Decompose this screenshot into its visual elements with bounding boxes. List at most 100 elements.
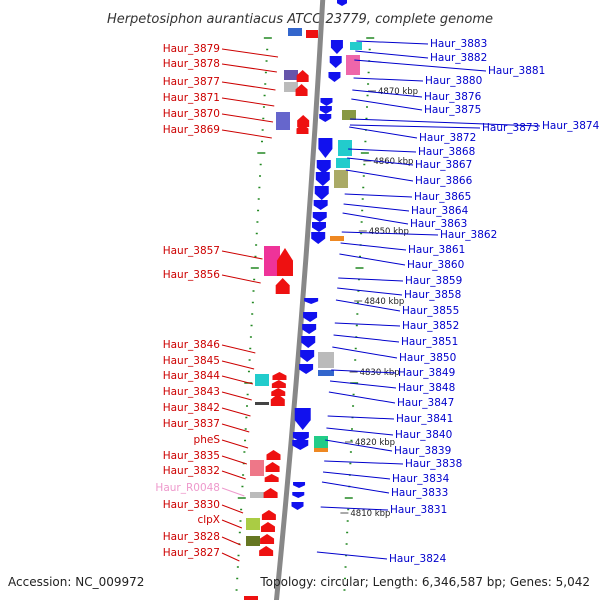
feature-box bbox=[264, 246, 280, 276]
right-gene-label: Haur_3866 bbox=[415, 175, 473, 187]
right-leader-line bbox=[350, 118, 541, 127]
left-leader-line bbox=[221, 536, 241, 546]
left-gene-label: Haur_3828 bbox=[163, 531, 220, 543]
reverse-gene bbox=[301, 336, 316, 348]
reverse-gene bbox=[302, 324, 317, 334]
forward-gene bbox=[259, 546, 274, 556]
reverse-gene bbox=[320, 98, 333, 106]
right-gene-label: Haur_3865 bbox=[414, 191, 471, 203]
right-leader-line bbox=[320, 506, 389, 511]
left-gene-label: Haur_3878 bbox=[163, 58, 220, 70]
reverse-gene bbox=[319, 114, 332, 122]
feature-box bbox=[250, 460, 264, 476]
forward-gene bbox=[263, 488, 278, 498]
reverse-gene bbox=[313, 200, 328, 210]
reverse-gene bbox=[328, 72, 341, 82]
forward-gene bbox=[264, 474, 279, 482]
right-leader-line bbox=[352, 89, 423, 98]
left-gene-label: Haur_3844 bbox=[163, 370, 221, 382]
right-leader-line bbox=[353, 77, 424, 82]
right-leader-line bbox=[329, 380, 397, 389]
feature-box bbox=[318, 352, 334, 368]
right-gene-label: Haur_3831 bbox=[390, 504, 447, 516]
left-gene-label: Haur_3830 bbox=[163, 499, 220, 511]
left-gene-label: Haur_3877 bbox=[163, 76, 220, 88]
right-gene-label: Haur_3852 bbox=[402, 320, 459, 332]
gene-features bbox=[244, 0, 362, 600]
right-leader-line bbox=[347, 157, 414, 166]
forward-gene bbox=[266, 450, 281, 460]
kbp-label: 4870 kbp bbox=[378, 87, 418, 97]
reverse-gene bbox=[329, 56, 342, 68]
right-gene-label: Haur_3872 bbox=[419, 132, 476, 144]
forward-gene bbox=[261, 510, 276, 520]
right-leader-line bbox=[349, 124, 481, 129]
right-leader-line bbox=[349, 126, 418, 139]
right-leader-line bbox=[337, 287, 403, 296]
reverse-gene bbox=[292, 492, 305, 498]
left-labels: Haur_3879Haur_3878Haur_3877Haur_3871Haur… bbox=[155, 43, 279, 562]
left-gene-label: Haur_3879 bbox=[163, 43, 220, 55]
feature-box bbox=[342, 110, 356, 120]
right-leader-line bbox=[339, 253, 406, 266]
left-gene-label: Haur_3869 bbox=[163, 124, 220, 136]
feature-box bbox=[330, 236, 344, 241]
right-gene-label: Haur_3834 bbox=[392, 473, 450, 485]
right-gene-label: Haur_3883 bbox=[430, 38, 487, 50]
backbone bbox=[273, 0, 326, 600]
right-gene-label: Haur_3850 bbox=[399, 352, 456, 364]
left-leader-line bbox=[221, 81, 276, 91]
right-leader-line bbox=[328, 391, 396, 404]
right-gene-label: Haur_3847 bbox=[397, 397, 454, 409]
feature-box bbox=[250, 492, 264, 498]
right-leader-line bbox=[356, 40, 429, 45]
feature-box bbox=[314, 436, 328, 448]
left-gene-label: clpX bbox=[197, 514, 220, 526]
reverse-gene bbox=[314, 186, 329, 200]
left-gene-label: Haur_3857 bbox=[163, 245, 220, 257]
right-leader-line bbox=[345, 169, 414, 182]
reverse-gene bbox=[292, 432, 309, 442]
forward-gene bbox=[276, 248, 293, 276]
kbp-label: 4830 kbp bbox=[360, 368, 400, 378]
topology-info: Topology: circular; Length: 6,346,587 bp… bbox=[259, 575, 590, 589]
reverse-gene bbox=[319, 106, 332, 114]
right-leader-line bbox=[343, 203, 410, 212]
right-leader-line bbox=[324, 460, 404, 465]
forward-gene bbox=[295, 84, 308, 96]
feature-box bbox=[246, 536, 260, 546]
left-leader-line bbox=[221, 407, 251, 417]
right-gene-label: Haur_3841 bbox=[396, 413, 453, 425]
right-gene-label: Haur_3864 bbox=[411, 205, 469, 217]
feature-box bbox=[284, 70, 298, 80]
reverse-gene bbox=[311, 222, 326, 232]
feature-box bbox=[276, 112, 290, 130]
left-gene-label: Haur_3827 bbox=[163, 547, 220, 559]
right-leader-line bbox=[338, 277, 404, 282]
feature-box bbox=[314, 448, 328, 452]
left-gene-label: Haur_3870 bbox=[163, 108, 220, 120]
left-leader-line bbox=[221, 519, 243, 529]
right-leader-line bbox=[333, 334, 400, 343]
right-gene-label: Haur_3838 bbox=[405, 458, 462, 470]
right-gene-label: Haur_3858 bbox=[404, 289, 461, 301]
right-gene-label: Haur_3859 bbox=[405, 275, 462, 287]
left-leader-line bbox=[221, 375, 254, 385]
right-gene-label: Haur_3860 bbox=[407, 259, 464, 271]
forward-gene bbox=[296, 124, 309, 134]
feature-box bbox=[334, 170, 348, 188]
forward-gene bbox=[271, 388, 286, 396]
feature-box bbox=[288, 28, 302, 36]
left-gene-label: Haur_3843 bbox=[163, 386, 220, 398]
feature-box bbox=[336, 158, 350, 168]
left-leader-line bbox=[221, 129, 272, 139]
left-leader-line bbox=[221, 63, 277, 73]
right-gene-label: Haur_3840 bbox=[395, 429, 452, 441]
left-leader-line bbox=[221, 423, 250, 433]
right-leader-line bbox=[322, 471, 391, 480]
left-gene-label: Haur_3835 bbox=[163, 450, 220, 462]
forward-gene bbox=[297, 115, 310, 127]
forward-gene bbox=[260, 522, 275, 532]
kbp-label: 4820 kbp bbox=[355, 438, 395, 448]
right-leader-line bbox=[325, 439, 393, 452]
